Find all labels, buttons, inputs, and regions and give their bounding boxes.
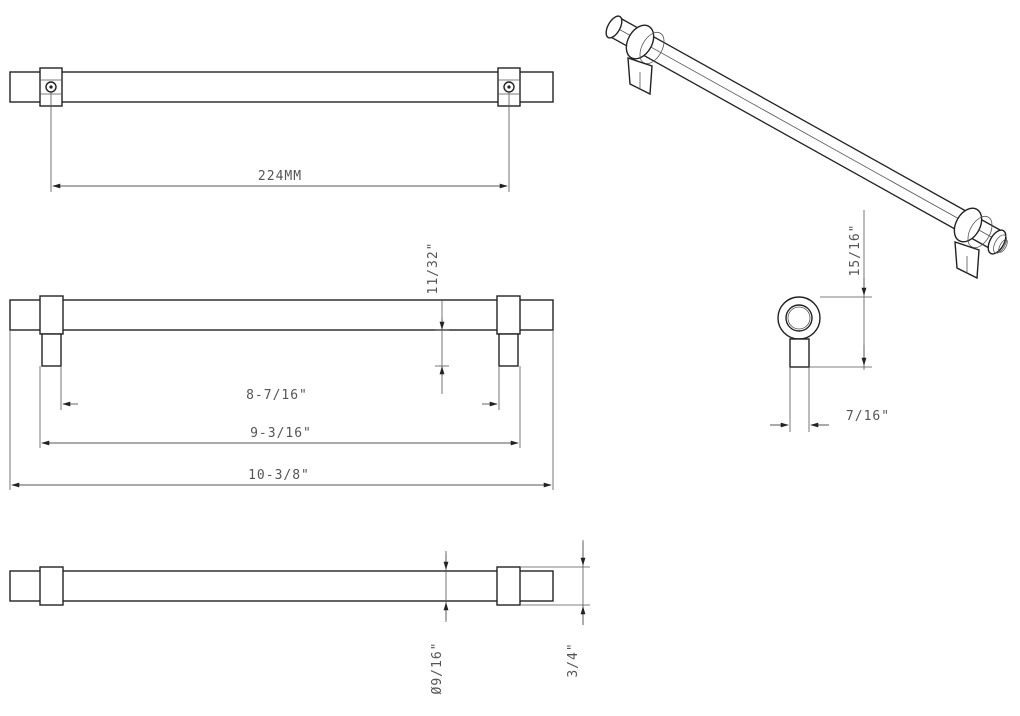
iso-left-collar: [625, 24, 655, 60]
front-view-right-leg: [498, 333, 519, 367]
dim-projection: 11/32": [426, 242, 441, 295]
bottom-view-right-collar: [496, 566, 521, 606]
dim-post-height: 3/4": [566, 642, 581, 677]
bottom-view: Ø9/16" 3/4": [9, 540, 590, 695]
isometric-view: [605, 15, 1008, 280]
iso-left-end-cap: [605, 15, 623, 39]
end-view-leg: [789, 338, 810, 368]
front-view-left-leg: [41, 333, 62, 367]
dim-end-width: 7/16": [846, 409, 890, 424]
front-view: 11/32" 8-7/16" 9-3/16" 10-3/8": [9, 242, 554, 490]
dim-bar-diameter: Ø9/16": [430, 642, 445, 695]
dim-center-to-center-mm: 224MM: [258, 169, 302, 184]
front-view-bar: [9, 299, 554, 331]
end-view-bar: [785, 304, 813, 332]
end-view: 15/16" 7/16": [770, 210, 890, 432]
iso-right-collar: [953, 207, 983, 243]
bottom-view-left-collar: [39, 566, 64, 606]
bottom-view-bar: [9, 570, 554, 602]
dim-end-height: 15/16": [848, 224, 863, 277]
dim-center-to-center-in: 9-3/16": [250, 426, 312, 441]
dim-overall-length: 10-3/8": [248, 468, 310, 483]
front-view-left-collar: [39, 295, 64, 335]
top-view-bar: [9, 71, 554, 103]
top-view: 224MM: [9, 67, 554, 192]
dim-inner-span: 8-7/16": [246, 388, 308, 403]
iso-right-end-cap: [987, 229, 1007, 255]
front-view-right-collar: [496, 295, 521, 335]
